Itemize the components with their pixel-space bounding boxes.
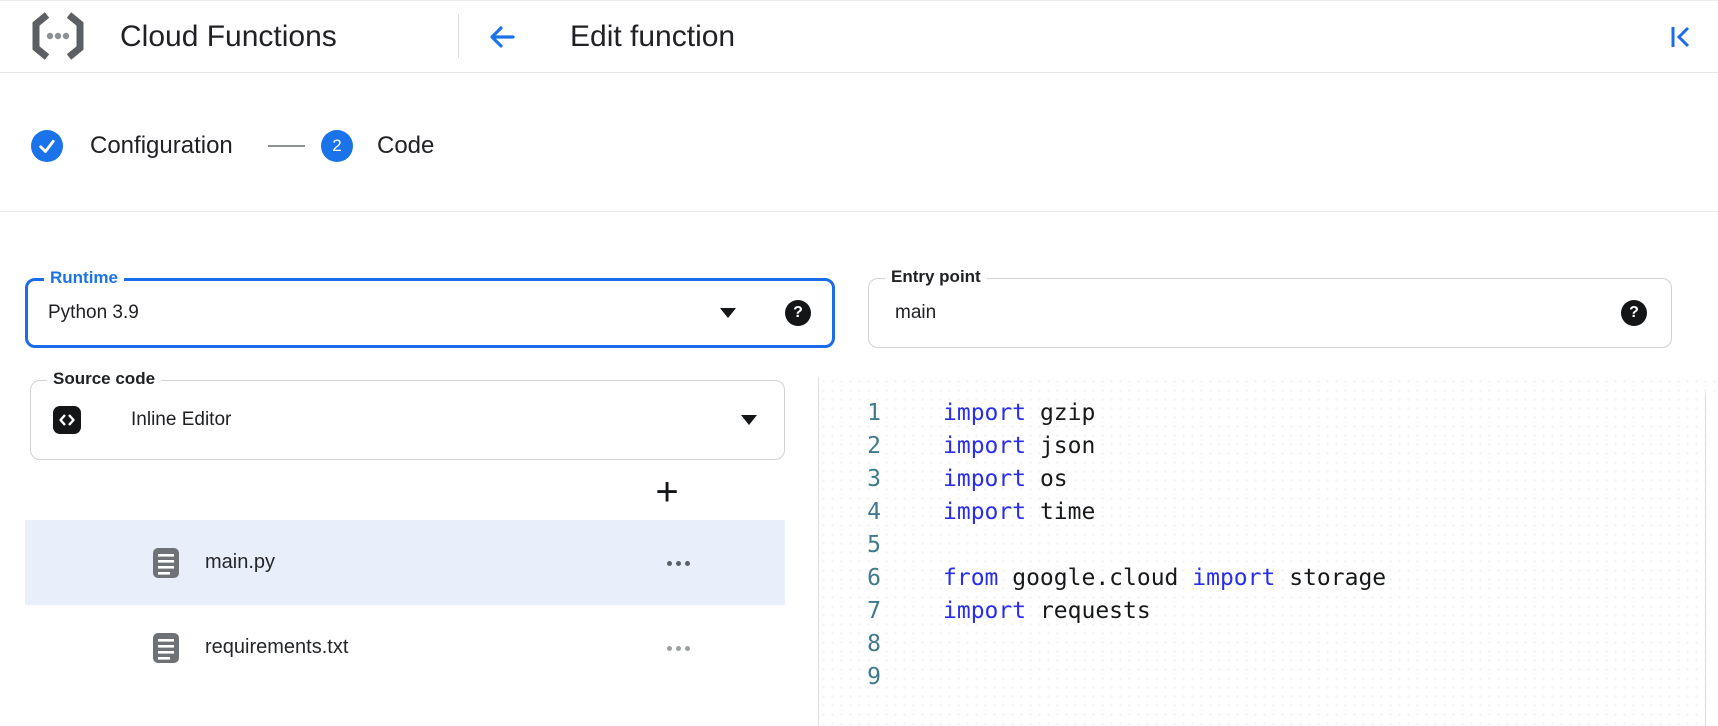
source-code-value: Inline Editor	[131, 409, 232, 430]
section-divider	[0, 211, 1718, 212]
code-line: 8	[819, 628, 1678, 661]
back-button[interactable]	[485, 20, 519, 54]
code-brackets-icon	[53, 406, 81, 434]
code-text: import os	[943, 466, 1068, 492]
code-line: 1 import gzip	[819, 397, 1678, 430]
code-text: from google.cloud import storage	[943, 565, 1387, 591]
arrow-back-icon	[490, 26, 515, 48]
code-editor[interactable]: 1 import gzip 2 import json 3 import os 4 impor…	[819, 377, 1718, 726]
runtime-label: Runtime	[44, 268, 124, 288]
editor-scrollbar[interactable]	[1705, 393, 1718, 726]
collapse-panel-button[interactable]	[1666, 22, 1696, 52]
code-text: import time	[943, 499, 1096, 525]
code-line: 2 import json	[819, 430, 1678, 463]
more-horizontal-icon[interactable]	[667, 645, 690, 651]
line-number: 8	[867, 631, 881, 657]
file-row[interactable]: requirements.txt	[25, 605, 785, 690]
code-lines: 1 import gzip 2 import json 3 import os 4 impor…	[819, 397, 1678, 694]
code-line: 6 from google.cloud import storage	[819, 562, 1678, 595]
step-2-indicator[interactable]: 2	[321, 130, 353, 162]
entry-point-input[interactable]	[895, 279, 1455, 347]
panel-divider	[818, 377, 819, 726]
product-name: Cloud Functions	[120, 19, 337, 53]
step-2-label[interactable]: Code	[377, 132, 435, 159]
page-title: Edit function	[570, 19, 736, 53]
step-1-label[interactable]: Configuration	[90, 132, 233, 159]
line-number: 5	[867, 532, 881, 558]
step-2-number: 2	[332, 136, 342, 155]
entry-point-help-icon[interactable]: ?	[1621, 300, 1647, 326]
app-header: Cloud Functions Edit function	[0, 0, 1718, 73]
more-horizontal-icon[interactable]	[667, 560, 690, 566]
code-text: import gzip	[943, 400, 1096, 426]
caret-down-icon	[720, 308, 736, 318]
line-number: 9	[867, 664, 881, 690]
line-number: 1	[867, 400, 881, 426]
code-line: 4 import time	[819, 496, 1678, 529]
collapse-panel-left-icon	[1671, 26, 1690, 48]
code-line: 5	[819, 529, 1678, 562]
code-line: 3 import os	[819, 463, 1678, 496]
file-row[interactable]: main.py	[25, 520, 785, 605]
runtime-help-icon[interactable]: ?	[785, 300, 811, 326]
file-document-icon	[152, 547, 180, 579]
code-text: import json	[943, 433, 1096, 459]
file-name: main.py	[205, 551, 276, 573]
header-divider	[458, 14, 459, 58]
step-connector	[268, 145, 305, 147]
entry-point-field: Entry point ?	[868, 267, 1672, 348]
runtime-value: Python 3.9	[48, 302, 139, 323]
caret-down-icon	[741, 415, 757, 425]
line-number: 2	[867, 433, 881, 459]
step-1-indicator[interactable]	[31, 130, 63, 162]
file-list: main.py requirements.txt	[25, 520, 785, 690]
code-line: 7 import requests	[819, 595, 1678, 628]
code-line: 9	[819, 661, 1678, 694]
line-number: 6	[867, 565, 881, 591]
add-file-button[interactable]: +	[655, 469, 679, 514]
file-document-icon	[152, 632, 180, 664]
line-number: 7	[867, 598, 881, 624]
line-number: 4	[867, 499, 881, 525]
source-code-select[interactable]: Source code Inline Editor	[30, 369, 785, 460]
line-number: 3	[867, 466, 881, 492]
runtime-select[interactable]: Runtime Python 3.9 ?	[25, 268, 835, 348]
code-text: import requests	[943, 598, 1151, 624]
check-icon	[39, 139, 55, 153]
file-name: requirements.txt	[205, 636, 349, 658]
cloud-functions-logo-icon	[32, 12, 84, 60]
source-code-label: Source code	[47, 369, 162, 389]
